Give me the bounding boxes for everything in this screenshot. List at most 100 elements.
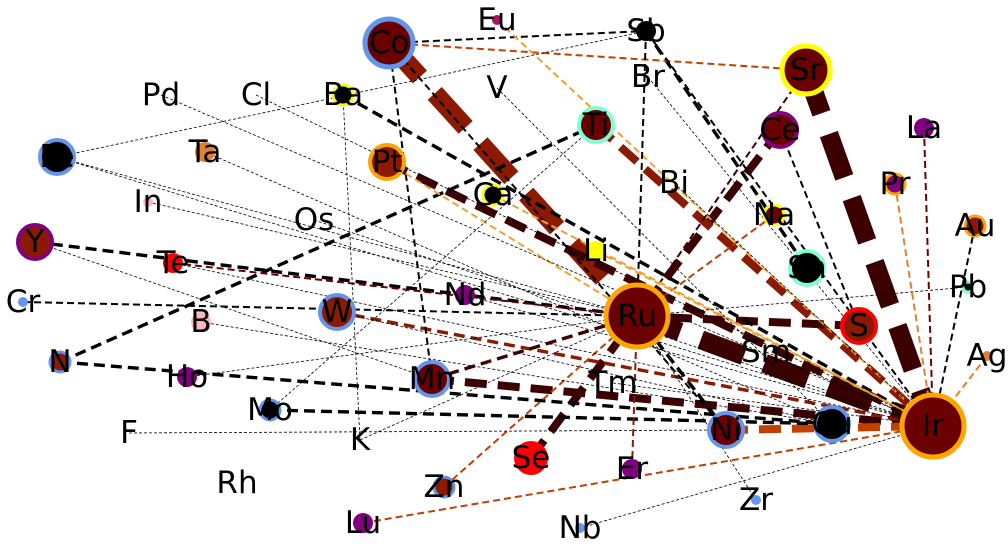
node-label-s: S [849, 308, 869, 344]
node-pt [368, 143, 406, 181]
edge-te-ru [172, 262, 638, 317]
edge-k-ru [359, 315, 638, 441]
node-label-n: N [48, 344, 71, 380]
node-label-cu: Cu [811, 406, 852, 442]
edge-v-cu [496, 87, 833, 425]
edge-mo-ti [269, 124, 597, 411]
node-label-ir: Ir [922, 408, 944, 444]
edge-ce-s [779, 129, 860, 327]
node-label-mn: Mn [409, 361, 455, 397]
node-nb [575, 523, 585, 533]
node-label-os: Os [294, 202, 335, 238]
node-ag [982, 351, 992, 361]
edge-n-ti [59, 123, 597, 364]
node-label-nb: Nb [559, 510, 602, 544]
node-label-pt: Pt [372, 144, 403, 180]
node-label-ni: Ni [710, 412, 742, 448]
edge-fe-ir [56, 156, 934, 427]
edge-ag-ir [932, 355, 988, 427]
node-label-br: Br [631, 59, 665, 95]
node-label-pd: Pd [142, 77, 180, 113]
node-label-in: In [134, 184, 163, 220]
node-sr [779, 43, 833, 97]
node-label-ta: Ta [188, 134, 222, 170]
edge-fe-ru [56, 156, 638, 317]
node-label-eu: Eu [477, 2, 516, 38]
node-label-k: K [350, 422, 371, 458]
edge-zr-ru [636, 315, 757, 501]
edge-la-ir [923, 127, 934, 427]
node-label-co: Co [369, 25, 410, 61]
edge-au-ir [932, 225, 976, 427]
node-la [914, 118, 934, 138]
edge-y-mn [34, 241, 433, 380]
node-na [762, 203, 786, 227]
edge-sb-ru [636, 30, 647, 317]
node-label-y: Y [25, 224, 45, 260]
edge-sr-ir [797, 66, 942, 430]
edge-te-ir [172, 262, 934, 427]
node-ru [603, 282, 671, 350]
edge-k-ba [342, 94, 361, 441]
node-fe [38, 138, 76, 176]
node-label-ti: Ti [582, 107, 610, 143]
node-sb [636, 21, 656, 41]
node-ca [481, 183, 505, 207]
edge-pt-ru [386, 161, 638, 317]
edge-co-sb [388, 30, 647, 44]
edge-bi-ir [673, 182, 934, 427]
node-label-tm: Tm [587, 365, 637, 401]
edge-mn-ir [431, 375, 934, 430]
node-er [622, 459, 642, 479]
node-eu [492, 15, 502, 25]
node-b [191, 312, 211, 332]
node-label-zr: Zr [739, 482, 773, 518]
node-label-te: Te [156, 245, 190, 281]
edge-co-ni [388, 42, 727, 431]
edge-li-ir [595, 250, 934, 427]
node-te [163, 253, 183, 273]
node-ho [177, 367, 197, 387]
node-li [586, 241, 606, 261]
node-label-sm: Sm [741, 334, 791, 370]
edge-zn-ru [443, 315, 638, 488]
node-sn [788, 249, 826, 287]
node-zr [751, 495, 761, 505]
node-label-er: Er [616, 451, 649, 487]
node-se [514, 441, 548, 475]
node-label-rh: Rh [216, 465, 257, 501]
edge-co-sr [388, 42, 807, 71]
node-label-cr: Cr [6, 284, 41, 320]
node-ni [707, 411, 745, 449]
edge-co-mn [388, 42, 433, 380]
node-ce [761, 111, 799, 149]
node-label-b: B [190, 304, 211, 340]
node-label-li: Li [583, 233, 609, 269]
node-ir [899, 392, 967, 460]
node-label-la: La [906, 110, 942, 146]
edge-in-ru [147, 201, 638, 317]
node-label-lu: Lu [345, 505, 381, 541]
node-lu [353, 513, 373, 533]
edge-sr-ru [636, 69, 807, 317]
node-s [840, 307, 878, 345]
edge-pr-ir [894, 183, 934, 427]
node-label-cl: Cl [241, 77, 271, 113]
node-mo [258, 398, 282, 422]
edge-ho-ru [186, 315, 638, 378]
node-w [318, 293, 356, 331]
node-label-pr: Pr [880, 166, 911, 202]
edge-tm-ir [612, 382, 934, 427]
node-label-ba: Ba [323, 77, 363, 113]
edge-ba-ir [342, 93, 934, 428]
node-label-mo: Mo [247, 392, 293, 428]
node-label-v: V [486, 70, 507, 106]
node-ti [577, 106, 615, 144]
edge-sb-ir [645, 30, 934, 427]
node-in [143, 197, 153, 207]
node-label-sr: Sr [790, 52, 823, 88]
edge-mn-ru [431, 314, 638, 381]
edge-ru-ir [633, 307, 937, 435]
